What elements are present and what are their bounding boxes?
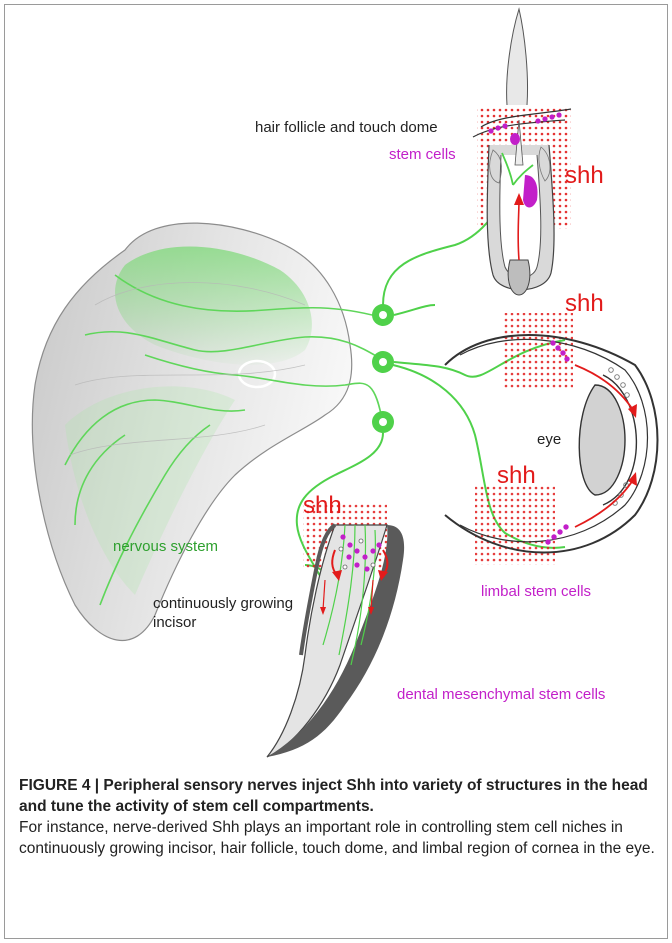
label-shh-eye-top: shh bbox=[565, 290, 604, 318]
hair-follicle bbox=[473, 9, 571, 295]
label-hair-follicle: hair follicle and touch dome bbox=[255, 119, 438, 136]
label-dental-stem-cells: dental mesenchymal stem cells bbox=[397, 686, 605, 703]
label-eye: eye bbox=[537, 431, 561, 448]
label-shh-hair: shh bbox=[565, 162, 604, 190]
label-incisor-line2: incisor bbox=[153, 614, 196, 631]
ganglia bbox=[372, 304, 394, 433]
label-incisor-line1: continuously growing bbox=[153, 595, 293, 612]
caption-title: FIGURE 4 | Peripheral sensory nerves inj… bbox=[19, 775, 659, 817]
label-shh-eye-bottom: shh bbox=[497, 462, 536, 490]
label-stem-cells: stem cells bbox=[389, 146, 456, 163]
figure-caption: FIGURE 4 | Peripheral sensory nerves inj… bbox=[19, 775, 659, 859]
label-limbal-stem-cells: limbal stem cells bbox=[481, 583, 591, 600]
figure-diagram: hair follicle and touch dome stem cells … bbox=[5, 5, 669, 765]
figure-frame: hair follicle and touch dome stem cells … bbox=[4, 4, 668, 939]
label-nervous-system: nervous system bbox=[113, 538, 218, 555]
label-shh-incisor: shh bbox=[303, 492, 342, 520]
incisor bbox=[267, 502, 404, 757]
caption-body: For instance, nerve-derived Shh plays an… bbox=[19, 817, 659, 859]
